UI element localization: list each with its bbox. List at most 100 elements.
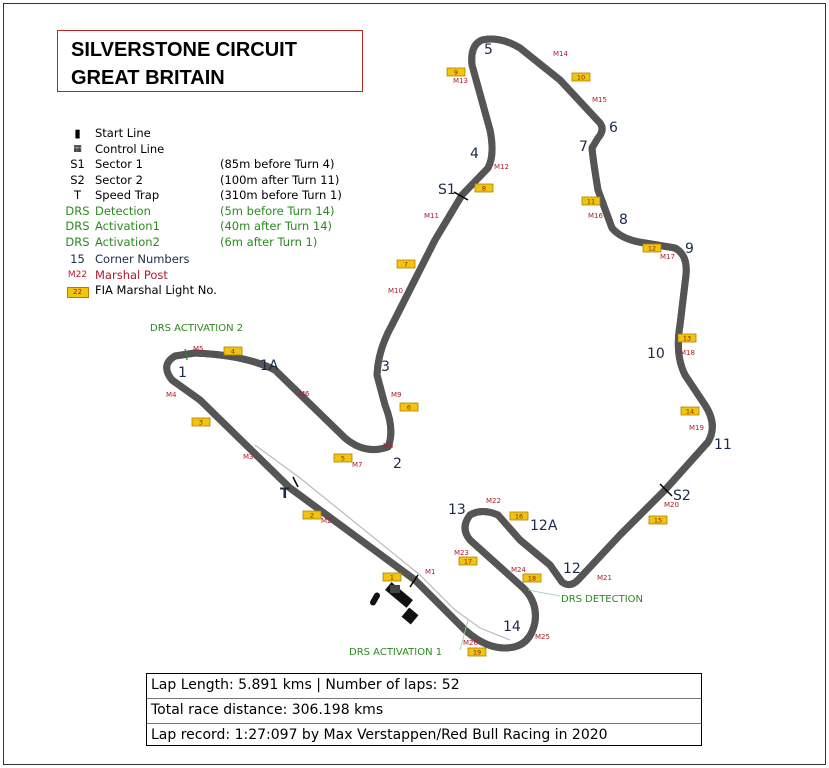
corner-number: 8 [619,212,628,228]
race-car-icon [370,582,419,625]
checkered-flag-icon: ▦ [73,143,82,154]
svg-text:17: 17 [464,558,472,566]
marshal-post: M2 [321,517,332,525]
corner-number: 1 [178,365,187,381]
drs-activation2-line [184,348,188,361]
marshal-post: M6 [299,390,310,398]
svg-text:18: 18 [528,575,536,583]
svg-text:14: 14 [686,408,694,416]
svg-text:2: 2 [310,512,314,520]
svg-text:11: 11 [587,198,595,206]
marshal-light: 14 [680,406,700,416]
marshal-post: M16 [588,212,603,220]
svg-text:5: 5 [341,455,345,463]
pit-lane [254,444,511,641]
marshal-posts: M1 M2 M3 M4 M5 M6 M7 M8 M9 M10 M11 M12 M… [166,50,704,647]
corner-number: 4 [470,146,479,162]
marshal-light: 1 [382,572,402,582]
svg-text:16: 16 [515,513,523,521]
drs-detection-line [527,589,561,597]
frame-border [3,3,826,765]
marshal-post: M9 [391,391,402,399]
marshal-light: 12 [642,243,662,253]
marshal-post: M19 [689,424,704,432]
marshal-light: 7 [396,259,416,269]
corner-number: 11 [714,437,732,453]
drs-detection-label: DRS DETECTION [561,594,643,605]
marshal-light: 15 [648,515,668,525]
marshal-light: 11 [581,196,601,206]
start-line-icon: ▮ [74,126,81,140]
start-line [409,574,419,588]
marshal-light: 13 [677,333,697,343]
title-box: SILVERSTONE CIRCUIT GREAT BRITAIN [57,30,363,92]
svg-text:6: 6 [407,404,411,412]
s1-label: S1 [438,182,456,198]
svg-text:8: 8 [482,185,486,193]
sector-markers: S1 S2 T [280,182,691,504]
marshal-post: M5 [193,345,204,353]
svg-text:13: 13 [683,335,691,343]
marshal-post: M10 [388,287,403,295]
marshal-post: M8 [383,442,394,450]
marshal-light: 19 [467,647,487,657]
marshal-light: 8 [474,183,494,193]
marshal-post: M11 [424,212,439,220]
circuit-name: SILVERSTONE CIRCUIT [71,39,297,61]
race-info-box: Lap Length: 5.891 kms | Number of laps: … [146,673,702,746]
marshal-post: M18 [680,349,695,357]
speed-trap-label: T [280,486,290,502]
marshal-post: M4 [166,391,177,399]
track-outline [163,35,716,652]
marshal-post: M12 [494,163,509,171]
corner-number: 2 [393,456,402,472]
marshal-post: M17 [660,253,675,261]
marshal-post: M26 [463,639,478,647]
marshal-post: M14 [553,50,568,58]
marshal-post: M7 [352,461,363,469]
sector1-line [453,191,469,201]
svg-text:10: 10 [577,74,585,82]
corner-number: 5 [484,42,493,58]
corner-number: 10 [647,346,665,362]
corner-number: 12A [530,518,558,534]
legend-start-line: ▮Start Line [60,126,342,142]
lap-info: Lap Length: 5.891 kms | Number of laps: … [147,674,701,699]
marshal-light: 18 [522,573,542,583]
marshal-light: 9 [446,67,466,77]
marshal-post: M15 [592,96,607,104]
corner-number: 1A [260,358,279,374]
marshal-light: 3 [191,417,211,427]
corner-number: 3 [381,359,390,375]
svg-text:15: 15 [654,517,662,525]
marshal-post: M25 [535,633,550,641]
drs-activation2-label: DRS ACTIVATION 2 [150,323,243,334]
marshal-post: M23 [454,549,469,557]
svg-text:1: 1 [390,574,394,582]
drs-activation1-line [459,619,469,651]
race-distance: Total race distance: 306.198 kms [147,699,701,724]
marshal-light: 17 [458,556,478,566]
svg-text:7: 7 [404,261,408,269]
sector2-line [659,483,673,497]
s2-label: S2 [673,488,691,504]
marshal-post: M24 [511,566,526,574]
svg-text:4: 4 [231,348,235,356]
corner-number: 7 [579,139,588,155]
marshal-post: M1 [425,568,436,576]
legend-control-line: ▦Control Line [60,142,342,158]
marshal-post: M20 [664,501,679,509]
drs-labels: DRS ACTIVATION 2 DRS DETECTION DRS ACTIV… [150,323,643,658]
corner-number: 13 [448,502,466,518]
corner-numbers: 1 1A 2 3 4 5 6 7 8 9 10 11 12 12A 13 14 [178,42,732,635]
